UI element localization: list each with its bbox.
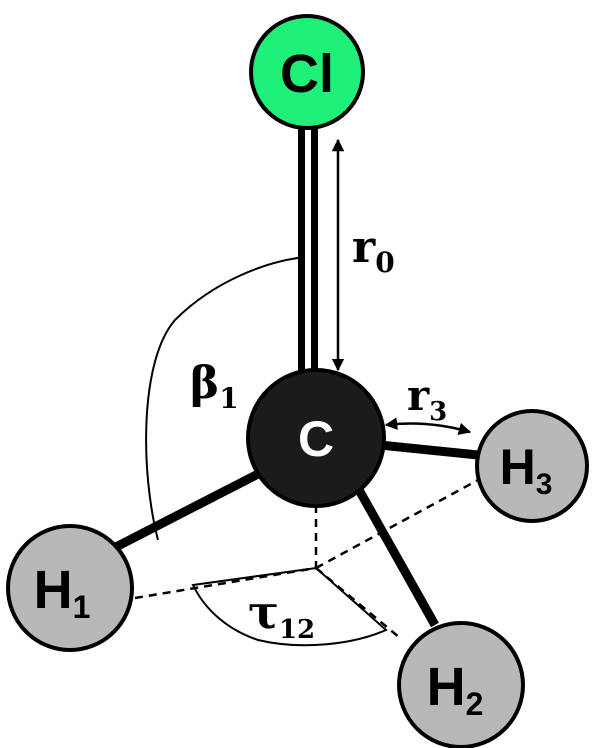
- cl-atom: [249, 14, 365, 130]
- r3-label: r3: [407, 371, 447, 427]
- h2-atom-label: H2: [427, 657, 484, 722]
- c-atom-label: C: [298, 411, 334, 467]
- beta1-label: β1: [190, 358, 239, 415]
- bond-c-h3: [369, 439, 479, 460]
- h2-atom: [397, 621, 525, 748]
- r3-arrow: [384, 417, 472, 435]
- cl-atom-label: Cl: [280, 44, 334, 104]
- projection-lines: [134, 478, 479, 639]
- r0-label: r0: [352, 222, 395, 279]
- h3-atom-label: H3: [500, 439, 553, 501]
- h1-atom-label: H1: [34, 560, 91, 625]
- bonds: [107, 110, 479, 628]
- h1-atom: [6, 524, 134, 652]
- c-atom: [246, 368, 386, 508]
- tau12-label: τ12: [248, 585, 315, 645]
- h3-atom: [475, 409, 589, 523]
- beta1-angle-arc: [145, 256, 308, 541]
